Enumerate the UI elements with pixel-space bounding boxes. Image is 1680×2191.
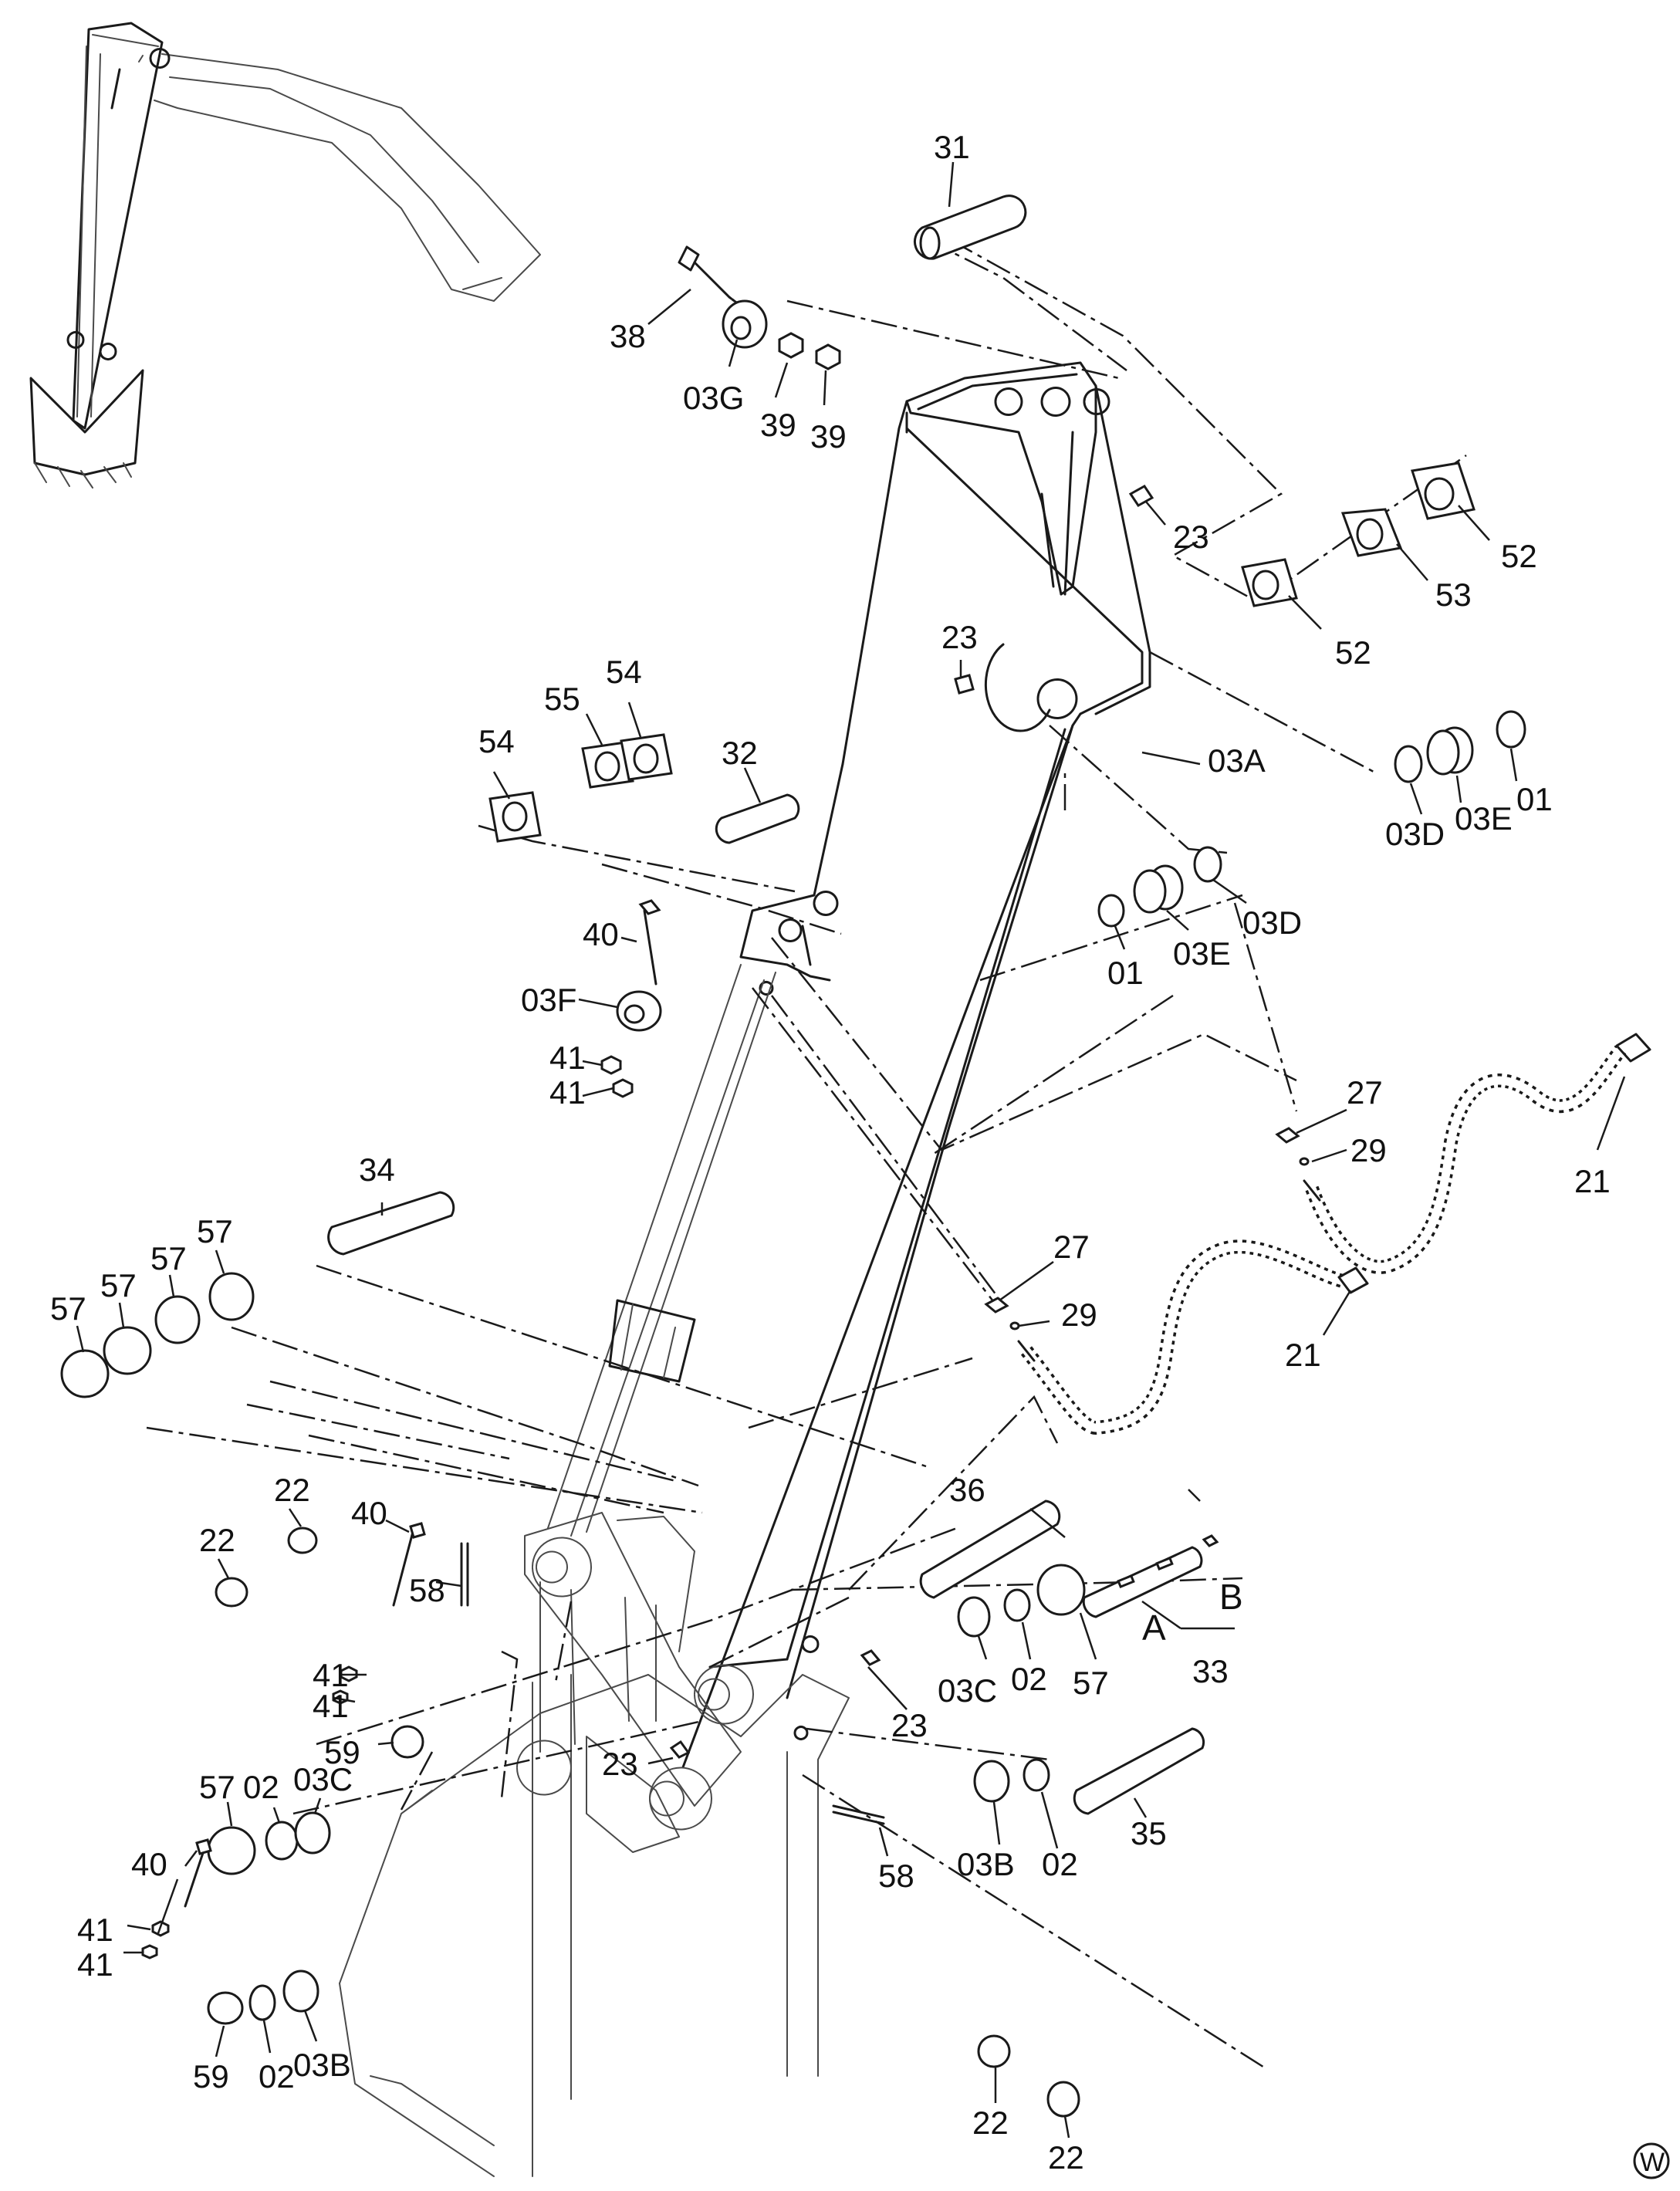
label-39a: 39 <box>760 407 796 443</box>
label-33: 33 <box>1192 1653 1229 1689</box>
label-57-right: 57 <box>1073 1665 1109 1701</box>
part-labels: 31 38 03G 39 39 23 52 53 52 23 03A 03D 0… <box>50 129 1611 2176</box>
assembly-centerlines <box>146 238 1467 2070</box>
label-03F: 03F <box>521 982 576 1018</box>
label-40-top: 40 <box>583 916 619 952</box>
label-B: B <box>1219 1577 1243 1617</box>
label-23-center: 23 <box>602 1746 638 1782</box>
label-52-bottom: 52 <box>1335 634 1371 671</box>
label-34: 34 <box>359 1151 395 1188</box>
label-53: 53 <box>1435 576 1472 613</box>
label-03B-lower: 03B <box>293 2047 351 2083</box>
hydraulic-hoses <box>1017 1033 1651 1435</box>
label-01-lower: 01 <box>1107 955 1144 991</box>
label-A: A <box>1142 1608 1166 1648</box>
label-32: 32 <box>722 735 758 771</box>
arm-03A <box>681 361 1151 1769</box>
label-22-top-a: 22 <box>274 1472 310 1508</box>
label-21-lower: 21 <box>1285 1337 1321 1373</box>
label-03C-lower: 03C <box>293 1761 353 1797</box>
label-57-lower: 57 <box>199 1769 235 1805</box>
label-35: 35 <box>1131 1815 1167 1851</box>
label-23-boss: 23 <box>941 619 978 655</box>
thumbnail-excavator-arm <box>29 22 541 489</box>
label-55: 55 <box>544 681 580 717</box>
label-02-right-a: 02 <box>1011 1661 1047 1697</box>
label-36: 36 <box>949 1472 985 1508</box>
label-21-upper: 21 <box>1574 1163 1611 1199</box>
label-22-lower-left: 22 <box>972 2105 1009 2141</box>
label-02-lower-a: 02 <box>243 1769 279 1805</box>
label-41-top-a: 41 <box>549 1040 586 1076</box>
label-03B-right: 03B <box>957 1846 1015 1882</box>
label-39b: 39 <box>810 418 847 455</box>
label-03E-upper: 03E <box>1455 800 1513 837</box>
label-03A: 03A <box>1208 742 1266 779</box>
label-23-top: 23 <box>1173 519 1209 555</box>
label-40-lower: 40 <box>131 1846 167 1882</box>
label-03D-lower: 03D <box>1242 904 1302 941</box>
label-29-upper: 29 <box>1350 1132 1387 1168</box>
label-54-left: 54 <box>478 723 515 759</box>
label-22-top-b: 22 <box>199 1522 235 1558</box>
label-29-lower: 29 <box>1061 1297 1097 1333</box>
label-03C-right: 03C <box>938 1672 997 1709</box>
label-23-right: 23 <box>891 1707 928 1743</box>
label-01-upper: 01 <box>1516 781 1553 817</box>
label-41-mid-a: 41 <box>313 1657 349 1693</box>
corner-mark: W <box>1633 2142 1670 2179</box>
label-52-top: 52 <box>1501 538 1537 574</box>
label-54-right: 54 <box>606 654 642 690</box>
label-57-a: 57 <box>50 1290 86 1327</box>
label-41-mid-b: 41 <box>313 1688 349 1724</box>
label-22-lower-right: 22 <box>1048 2139 1084 2176</box>
bucket-cylinder <box>547 964 776 1537</box>
label-27-lower: 27 <box>1053 1229 1090 1265</box>
label-03G: 03G <box>683 380 744 416</box>
label-59-upper: 59 <box>324 1734 360 1770</box>
label-03E-lower: 03E <box>1173 935 1231 972</box>
label-59-lower: 59 <box>193 2058 229 2095</box>
leader-lines <box>76 161 1626 2139</box>
label-41-top-b: 41 <box>549 1074 586 1111</box>
label-02-right-b: 02 <box>1042 1846 1078 1882</box>
label-58-lower: 58 <box>878 1858 914 1894</box>
label-31: 31 <box>934 129 970 165</box>
label-58-upper: 58 <box>409 1572 445 1608</box>
label-57-d: 57 <box>197 1213 233 1249</box>
label-03D-upper: 03D <box>1385 816 1445 852</box>
label-41-lower-b: 41 <box>77 1946 113 1983</box>
label-57-c: 57 <box>150 1240 187 1276</box>
corner-mark-letter: W <box>1640 2148 1665 2177</box>
label-57-b: 57 <box>100 1267 137 1303</box>
bucket-linkage <box>339 1512 850 2177</box>
label-38: 38 <box>610 318 646 354</box>
label-27-upper: 27 <box>1347 1074 1383 1111</box>
label-41-lower-a: 41 <box>77 1912 113 1948</box>
loose-parts <box>60 194 1526 2118</box>
label-40-mid: 40 <box>351 1495 387 1531</box>
label-02-lower-b: 02 <box>259 2058 295 2095</box>
